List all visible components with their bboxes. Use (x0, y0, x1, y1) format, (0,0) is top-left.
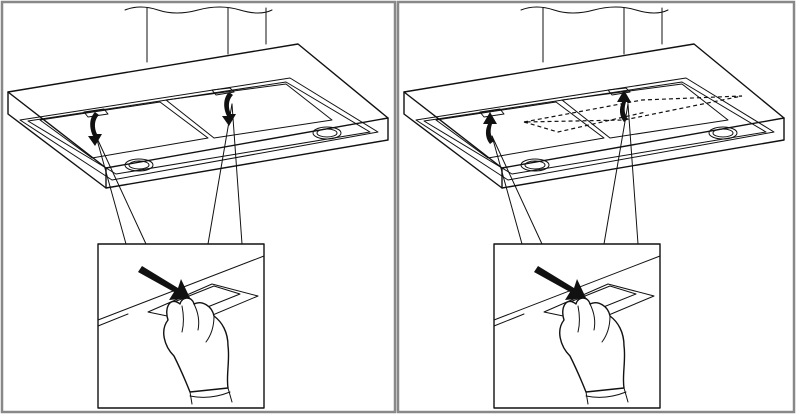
panel-insert-filter (403, 6, 785, 409)
filter-outline-dashed (523, 95, 743, 123)
filter-outline-dashed (523, 111, 647, 133)
